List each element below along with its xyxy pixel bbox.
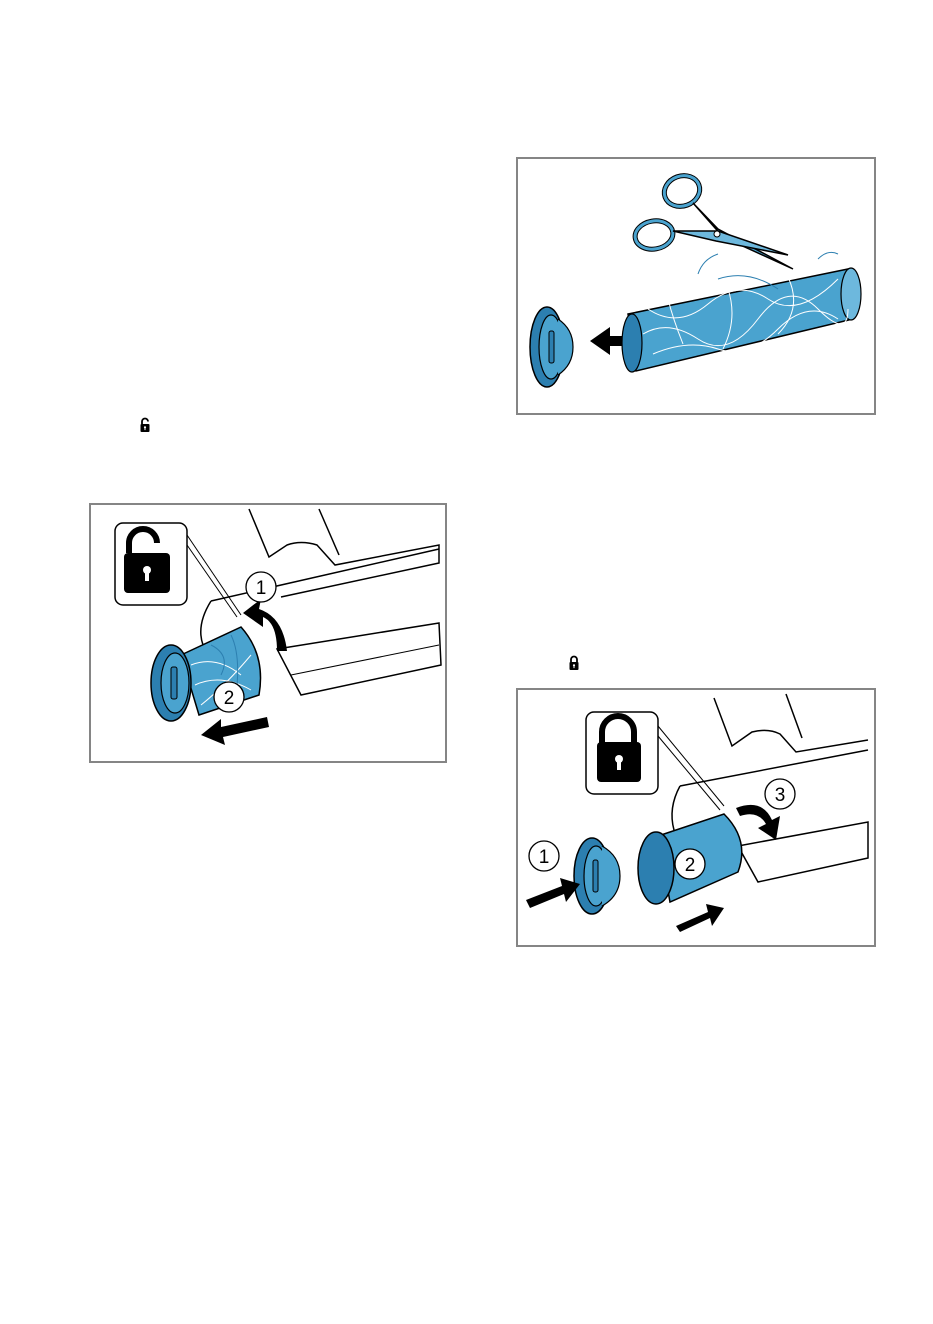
- unlocked-padlock-callout: [115, 523, 241, 617]
- step-1-label: 1: [539, 847, 550, 868]
- step-3-label: 3: [775, 785, 786, 806]
- inline-locked-padlock-icon: [568, 655, 580, 671]
- inline-unlocked-padlock-icon: [139, 417, 151, 433]
- figure-unlock-remove: 1 2: [89, 503, 447, 763]
- unlock-illustration: 1 2: [91, 505, 445, 761]
- cut-hair-illustration: [518, 159, 874, 413]
- step-2-label: 2: [685, 855, 696, 876]
- pull-arrow-icon: [201, 717, 269, 745]
- end-cap-icon: [151, 645, 191, 721]
- step-2-label: 2: [224, 688, 235, 709]
- push-roller-arrow-icon: [676, 904, 724, 932]
- brush-roller: [622, 252, 861, 372]
- step-1-label: 1: [256, 578, 267, 599]
- figure-cut-hair: [516, 157, 876, 415]
- rotate-lock-arrow-icon: [736, 805, 780, 840]
- figure-insert-lock: 1 2 3: [516, 688, 876, 947]
- locked-padlock-callout: [586, 712, 724, 810]
- push-cap-arrow-icon: [526, 878, 580, 908]
- end-cap-icon: [530, 307, 573, 387]
- scissors-icon: [633, 171, 793, 269]
- lock-illustration: 1 2 3: [518, 690, 874, 945]
- end-cap-icon: [574, 838, 620, 914]
